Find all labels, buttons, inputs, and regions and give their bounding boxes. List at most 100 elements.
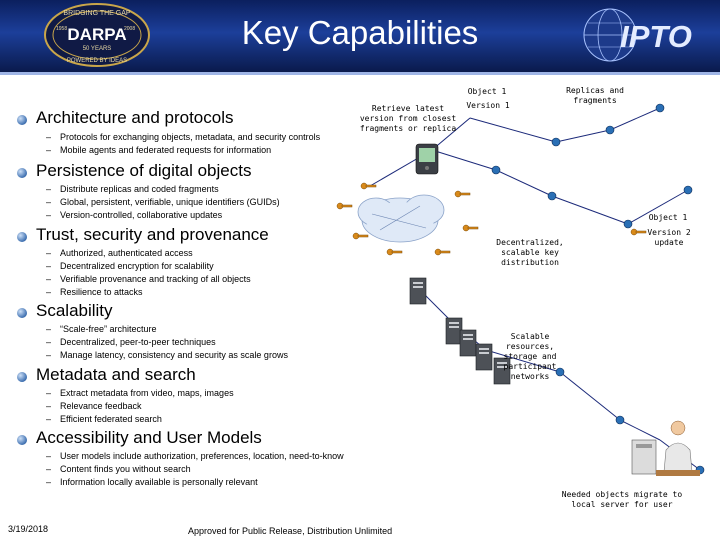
sub-bullet-dash: – <box>46 337 52 347</box>
label-version1: Version 1 <box>466 101 510 110</box>
section-item: Mobile agents and federated requests for… <box>60 145 272 155</box>
label-line: fragments <box>573 96 617 105</box>
network-node-icon <box>683 185 693 195</box>
diagram-link <box>469 117 557 143</box>
header-divider <box>0 72 720 75</box>
label-object1-top: Object 1 <box>467 87 507 96</box>
server-tower-icon <box>445 317 463 345</box>
label-line: update <box>654 238 684 247</box>
section-heading-trust: Trust, security and provenance <box>36 225 269 244</box>
sub-bullet-dash: – <box>46 248 52 258</box>
label-line: networks <box>510 372 550 381</box>
label-line: participant <box>503 362 557 371</box>
darpa-seal-tagline: BRIDGING THE GAP <box>63 10 130 17</box>
label-line: distribution <box>501 258 559 267</box>
key-icon <box>352 232 369 240</box>
sub-bullet-dash: – <box>46 287 52 297</box>
section-heading-scalability: Scalability <box>36 301 113 320</box>
section-item: Manage latency, consistency and security… <box>60 350 288 360</box>
diagram-link <box>659 439 701 471</box>
sub-bullet-dash: – <box>46 401 52 411</box>
section-item: Decentralized, peer-to-peer techniques <box>60 337 216 347</box>
network-node-icon <box>547 191 557 201</box>
label-line: resources, <box>505 342 555 351</box>
darpa-seal-icon: BRIDGING THE GAP DARPA 50 YEARS POWERED … <box>44 3 150 67</box>
pda-device-icon <box>415 143 439 175</box>
section-heading-accessibility: Accessibility and User Models <box>36 428 262 447</box>
diagram-link <box>451 321 487 351</box>
section-item: “Scale-free” architecture <box>60 324 157 334</box>
sub-bullet-dash: – <box>46 274 52 284</box>
label-scalable-resources: Scalable resources, storage and particip… <box>500 332 560 382</box>
sub-bullet-dash: – <box>46 210 52 220</box>
network-node-icon <box>615 415 625 425</box>
darpa-seal-year-left: 1958 <box>56 26 67 32</box>
sub-bullet-dash: – <box>46 145 52 155</box>
bullet-marker <box>17 115 27 125</box>
diagram-link <box>419 289 453 323</box>
sub-bullet-dash: – <box>46 451 52 461</box>
footer-release-note: Approved for Public Release, Distributio… <box>188 526 393 536</box>
bullet-marker <box>17 308 27 318</box>
section-item: Version-controlled, collaborative update… <box>60 210 223 220</box>
diagram-link <box>369 149 433 187</box>
label-line: Decentralized, <box>496 238 564 247</box>
diagram-link <box>555 129 611 143</box>
network-node-icon <box>623 219 633 229</box>
label-line: version from closest <box>359 114 457 123</box>
sub-bullet-dash: – <box>46 414 52 424</box>
label-decentralized: Decentralized, scalable key distribution <box>494 238 566 268</box>
key-icon <box>462 224 479 232</box>
label-line: storage and <box>503 352 557 361</box>
key-icon <box>434 248 451 256</box>
darpa-seal-year-right: 2008 <box>124 26 135 32</box>
sub-bullet-dash: – <box>46 184 52 194</box>
label-needed-objects: Needed objects migrate to local server f… <box>560 490 684 510</box>
section-item: Efficient federated search <box>60 414 162 424</box>
label-line: Replicas and <box>566 86 624 95</box>
footer-date: 3/19/2018 <box>8 524 49 534</box>
section-item: Global, persistent, verifiable, unique i… <box>60 197 280 207</box>
label-line: local server for user <box>571 500 673 509</box>
ipto-globe-logo-icon: IPTO <box>583 8 692 62</box>
key-icon <box>336 202 353 210</box>
section-item: Authorized, authenticated access <box>60 248 193 258</box>
section-item: Distribute replicas and coded fragments <box>60 184 219 194</box>
server-tower-icon <box>409 277 427 305</box>
server-tower-icon <box>475 343 493 371</box>
label-line: Needed objects migrate to <box>561 490 683 499</box>
label-line: Scalable <box>510 332 550 341</box>
diagram-link <box>495 169 553 197</box>
sub-bullet-dash: – <box>46 477 52 487</box>
section-item: Decentralized encryption for scalability <box>60 261 214 271</box>
sub-bullet-dash: – <box>46 388 52 398</box>
section-item: Protocols for exchanging objects, metada… <box>60 132 321 142</box>
label-version2: Version 2 update <box>644 228 694 248</box>
sub-bullet-dash: – <box>46 324 52 334</box>
section-item: Verifiable provenance and tracking of al… <box>60 274 251 284</box>
sub-bullet-dash: – <box>46 464 52 474</box>
section-item: Information locally available is persona… <box>60 477 258 487</box>
bullet-marker <box>17 168 27 178</box>
section-heading-metadata: Metadata and search <box>36 365 196 384</box>
section-item: User models include authorization, prefe… <box>60 451 344 461</box>
label-line: scalable key <box>501 248 559 257</box>
network-node-icon <box>605 125 615 135</box>
label-replicas: Replicas and fragments <box>555 86 635 106</box>
section-item: Relevance feedback <box>60 401 142 411</box>
section-item: Resilience to attacks <box>60 287 143 297</box>
label-line: fragments or replica <box>359 124 457 133</box>
darpa-seal-years: 50 YEARS <box>83 46 112 52</box>
darpa-seal-name: DARPA <box>67 25 126 44</box>
section-heading-persistence: Persistence of digital objects <box>36 161 252 180</box>
diagram-link <box>431 149 497 171</box>
key-icon <box>360 182 377 190</box>
diagram-link <box>609 107 661 131</box>
user-workstation-icon <box>631 420 700 476</box>
sub-bullet-dash: – <box>46 261 52 271</box>
sub-bullet-dash: – <box>46 197 52 207</box>
slide-title: Key Capabilities <box>241 14 479 51</box>
sub-bullet-dash: – <box>46 132 52 142</box>
label-object1-right: Object 1 <box>648 213 688 222</box>
sub-bullet-dash: – <box>46 350 52 360</box>
